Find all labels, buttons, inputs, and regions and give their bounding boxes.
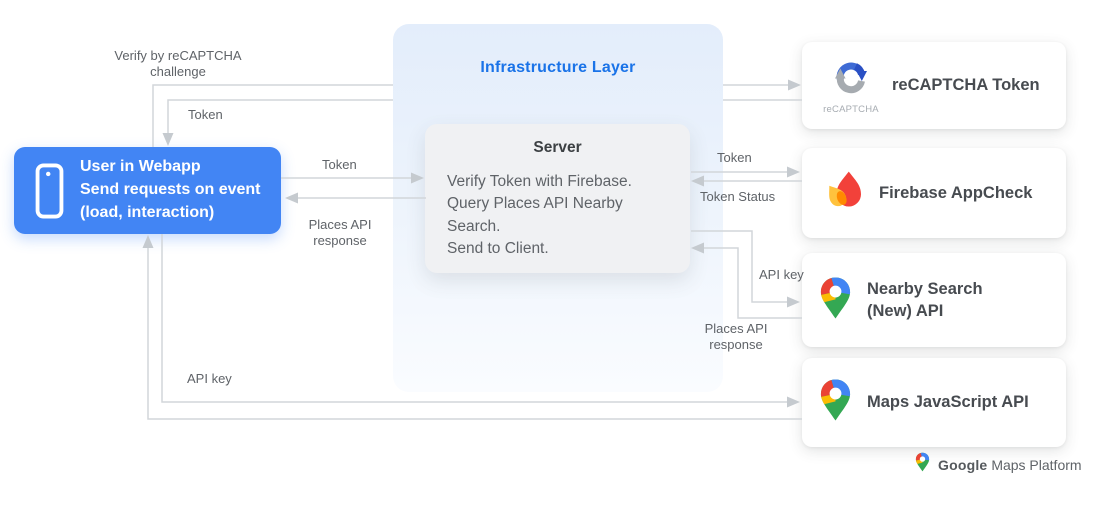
card-recaptcha-token: reCAPTCHA reCAPTCHA Token bbox=[802, 42, 1066, 129]
label-api-key-maps: API key bbox=[187, 371, 232, 386]
card-nearby-search-api: Nearby Search (New) API bbox=[802, 253, 1066, 347]
card-firebase-appcheck: Firebase AppCheck bbox=[802, 148, 1066, 238]
google-maps-pin-icon bbox=[819, 274, 852, 327]
user-line: (load, interaction) bbox=[80, 203, 215, 221]
card-label: Firebase AppCheck bbox=[879, 183, 1033, 202]
smartphone-icon bbox=[35, 162, 64, 220]
google-maps-platform-logo: Google Maps Platform bbox=[915, 451, 1082, 478]
user-line: User in Webapp bbox=[80, 158, 201, 176]
card-label: Maps JavaScript API bbox=[867, 393, 1029, 412]
google-maps-platform-text: Google Maps Platform bbox=[938, 457, 1082, 473]
label-token-server-firebase: Token bbox=[717, 150, 752, 165]
label-verify-recaptcha-challenge: Verify by reCAPTCHA challenge bbox=[114, 48, 242, 79]
user-line: Send requests on event bbox=[80, 181, 261, 199]
recaptcha-caption: reCAPTCHA bbox=[823, 104, 879, 115]
label-places-response-user: Places API response bbox=[308, 217, 372, 248]
user-webapp-text: User in Webapp Send requests on event (l… bbox=[80, 156, 261, 224]
brand-google: Google bbox=[938, 456, 988, 473]
card-label: reCAPTCHA Token bbox=[892, 76, 1040, 95]
label-places-response-server: Places API response bbox=[704, 321, 768, 352]
recaptcha-icon bbox=[833, 56, 869, 101]
server-title: Server bbox=[533, 139, 582, 156]
server-description: Verify Token with Firebase. Query Places… bbox=[447, 171, 649, 261]
google-maps-pin-icon bbox=[915, 451, 930, 478]
server-line: Verify Token with Firebase. bbox=[447, 173, 632, 190]
card-maps-javascript-api: Maps JavaScript API bbox=[802, 358, 1066, 447]
recaptcha-logo-block: reCAPTCHA bbox=[820, 56, 882, 115]
label-token-user-server: Token bbox=[322, 157, 357, 172]
google-maps-pin-icon bbox=[819, 376, 852, 429]
server-line: Send to Client. bbox=[447, 240, 549, 258]
user-webapp-box: User in Webapp Send requests on event (l… bbox=[14, 147, 281, 234]
brand-maps-platform: Maps Platform bbox=[991, 456, 1082, 473]
server-box: Server Verify Token with Firebase. Query… bbox=[425, 124, 690, 273]
label-token-from-recaptcha: Token bbox=[188, 107, 223, 122]
card-label: Nearby Search (New) API bbox=[867, 279, 983, 320]
label-token-status: Token Status bbox=[700, 189, 776, 204]
server-line: Query Places API Nearby Search. bbox=[447, 195, 623, 235]
infrastructure-layer-title: Infrastructure Layer bbox=[480, 59, 636, 76]
firebase-flame-icon bbox=[829, 169, 861, 217]
label-api-key-nearby: API key bbox=[759, 267, 804, 282]
